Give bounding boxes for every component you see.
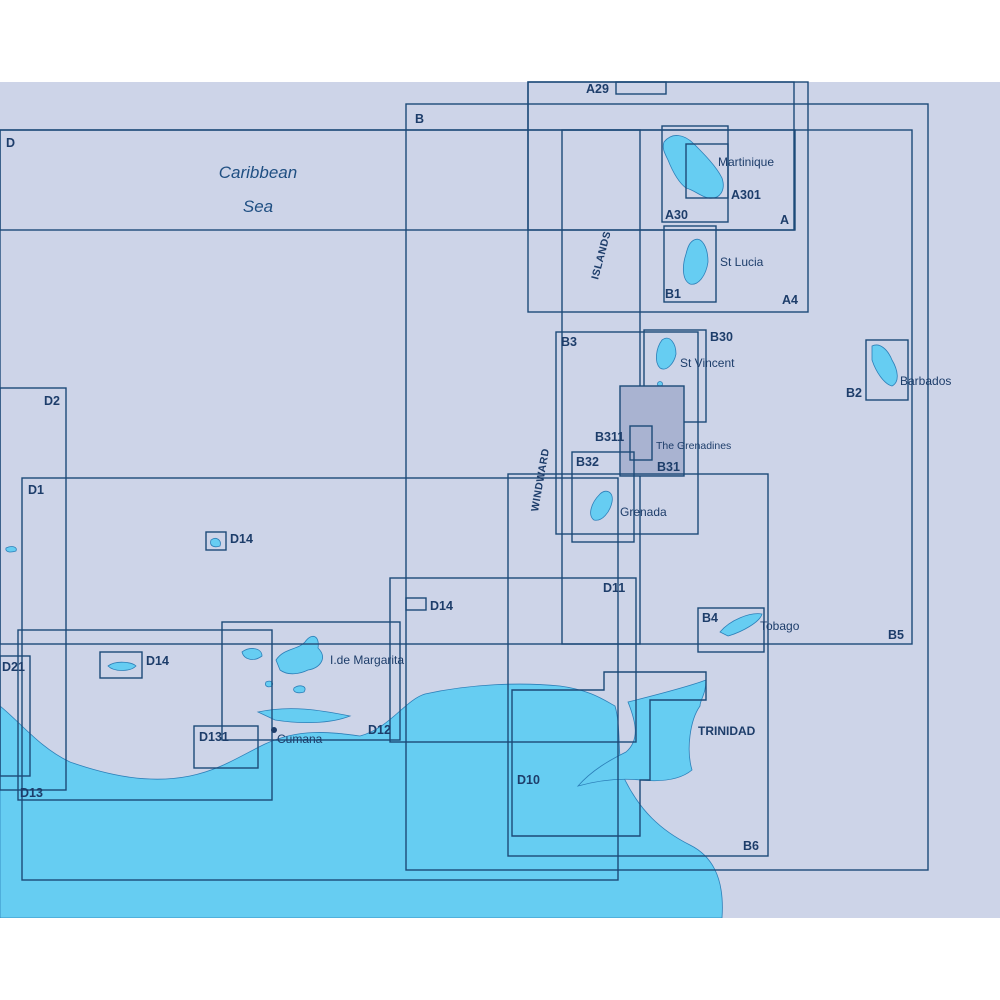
chart-frames [0,81,929,881]
bottom-margin [0,918,1000,1000]
place-st-lucia: St Lucia [720,255,764,269]
frame-A29[interactable] [615,81,667,95]
chart-label-B30: B30 [710,330,733,344]
frame-D14-c[interactable] [405,597,427,611]
chart-label-A4: A4 [782,293,798,307]
islet-west [5,546,17,553]
frame-A301[interactable] [685,143,729,199]
town-dot [271,727,277,733]
sea-name-line1: Caribbean [219,163,297,182]
chart-label-A29: A29 [586,82,609,96]
frame-B3[interactable] [555,331,699,535]
frame-D12[interactable] [221,621,401,741]
chart-label-B3: B3 [561,335,577,349]
frame-B32[interactable] [571,451,635,543]
place-cumana: Cumana [277,732,323,746]
chart-label-B311: B311 [595,430,624,444]
paria-peninsula [256,708,352,724]
chart-label-D14-c: D14 [430,599,453,613]
sea-name-line2: Sea [243,197,273,216]
chart-label-B32: B32 [576,455,599,469]
frame-D11[interactable] [389,577,637,743]
place-tobago: Tobago [760,619,800,633]
frame-D131[interactable] [193,725,259,769]
chart-label-B5: B5 [888,628,904,642]
place-margarita: I.de Margarita [330,653,404,667]
st-lucia-island [682,238,709,285]
d14-island-a [210,538,221,548]
chart-label-D12: D12 [368,723,391,737]
d14-island-b [107,661,137,671]
frame-D[interactable] [0,129,796,231]
frame-B[interactable] [405,103,929,871]
chart-label-D131: D131 [199,730,229,744]
place-grenada: Grenada [620,505,667,519]
frame-D14-b[interactable] [99,651,143,679]
chart-label-D14-a: D14 [230,532,253,546]
chart-label-D14-b: D14 [146,654,169,668]
frame-D13[interactable] [17,629,273,801]
place-barbados: Barbados [900,374,951,388]
frame-D14-a[interactable] [205,531,227,551]
frame-D10[interactable] [511,671,707,837]
chart-label-D13: D13 [20,786,43,800]
place-martinique: Martinique [718,155,774,169]
chart-label-B4: B4 [702,611,718,625]
margarita-island [275,635,323,675]
grenada-island [590,490,613,521]
chart-label-B6: B6 [743,839,759,853]
chart-label-B2: B2 [846,386,862,400]
chart-label-B: B [415,112,424,126]
place-st-vincent: St Vincent [680,356,735,370]
frame-B311[interactable] [629,425,653,461]
chart-label-B1: B1 [665,287,681,301]
islet-a [293,685,306,694]
chart-label-A30: A30 [665,208,688,222]
place-grenadines: The Grenadines [656,440,731,452]
frame-B2[interactable] [865,339,909,401]
frame-D1[interactable] [21,477,619,881]
frame-D21[interactable] [0,655,31,777]
chart-label-D1: D1 [28,483,44,497]
chart-label-D10: D10 [517,773,540,787]
frame-B4[interactable] [697,607,765,653]
frame-B1[interactable] [663,225,717,303]
chart-label-B31: B31 [657,460,680,474]
region-label-trinidad: TRINIDAD [698,724,756,738]
frame-B6[interactable] [507,473,769,857]
tobago-island [719,613,763,637]
st-vincent-island [656,337,677,370]
chart-label-A: A [780,213,789,227]
chart-label-D21: D21 [2,660,25,674]
margarita-west [241,648,263,660]
frame-D2[interactable] [0,387,67,791]
chart-label-D2: D2 [44,394,60,408]
barbados-island [871,344,898,387]
chart-label-D11: D11 [603,581,625,595]
chart-label-A301: A301 [731,188,761,202]
chart-label-D: D [6,136,15,150]
